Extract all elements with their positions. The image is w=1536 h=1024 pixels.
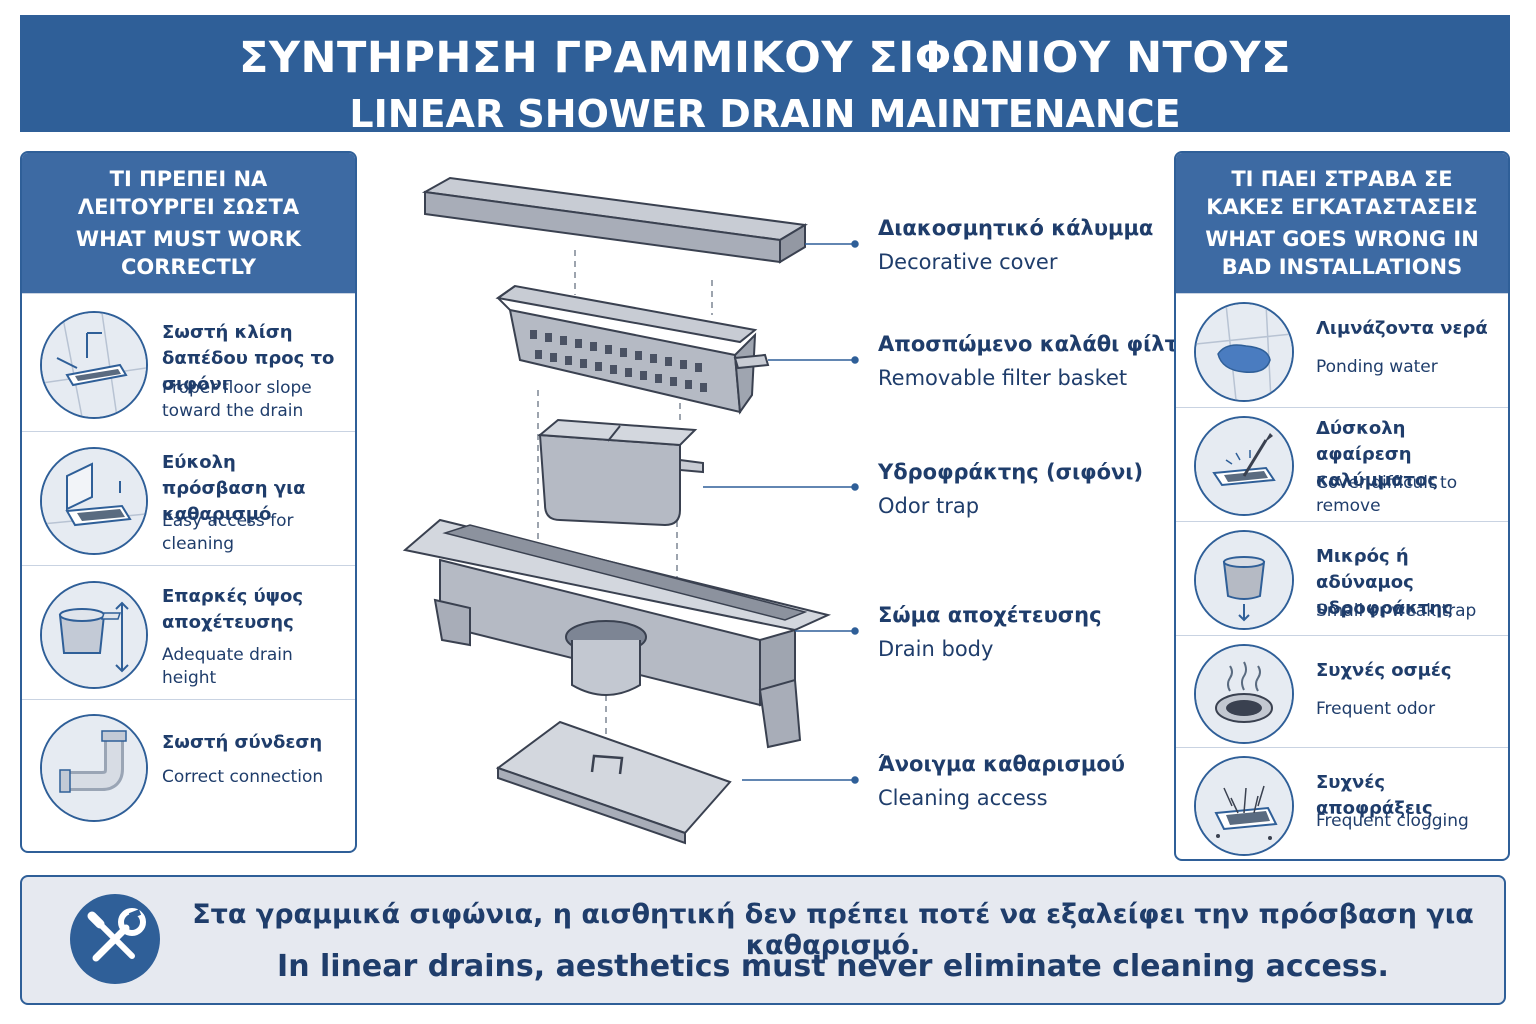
item-label-english: Correct connection bbox=[162, 767, 324, 787]
what-must-work-panel: ΤΙ ΠΡΕΠΕΙ ΝΑ ΛΕΙΤΟΥΡΓΕΙ ΣΩΣΤΑ WHAT MUST … bbox=[20, 151, 357, 853]
part-name-english: Odor trap bbox=[878, 494, 980, 518]
item-label-english: Proper floor slope toward the drain bbox=[162, 378, 312, 421]
drain-body bbox=[402, 518, 832, 749]
what-goes-wrong-header: ΤΙ ΠΑΕΙ ΣΤΡΑΒΑ ΣΕ ΚΑΚΕΣ ΕΓΚΑΤΑΣΤΑΣΕΙΣ WH… bbox=[1176, 153, 1508, 293]
footer-english: In linear drains, aesthetics must never … bbox=[277, 949, 1389, 984]
item-label-greek: Επαρκές ύψος αποχέτευσης bbox=[162, 586, 304, 633]
list-item: Λιμνάζοντα νερά Ponding water bbox=[1176, 293, 1508, 408]
part-name-english: Removable filter basket bbox=[878, 366, 1128, 390]
item-label-english: Small or weak trap bbox=[1316, 601, 1477, 621]
title-banner: ΣΥΝΤΗΡΗΣΗ ΓΡΑΜΜΙΚΟΥ ΣΙΦΩΝΙΟΥ ΝΤΟΥΣ LINEA… bbox=[20, 15, 1510, 136]
cleaning-access-lid bbox=[495, 720, 732, 845]
filter-basket bbox=[495, 284, 770, 415]
odor-trap bbox=[537, 418, 704, 527]
list-item: Επαρκές ύψος αποχέτευσης Adequate drain … bbox=[22, 565, 355, 700]
part-name-greek: Σώμα αποχέτευσης bbox=[878, 603, 1102, 627]
part-name-english: Drain body bbox=[878, 637, 994, 661]
list-item: Σωστή σύνδεση Correct connection bbox=[22, 699, 355, 851]
what-must-work-title-english: WHAT MUST WORK CORRECTLY bbox=[75, 227, 302, 279]
what-must-work-header: ΤΙ ΠΡΕΠΕΙ ΝΑ ΛΕΙΤΟΥΡΓΕΙ ΣΩΣΤΑ WHAT MUST … bbox=[22, 153, 355, 293]
exploded-drain-diagram bbox=[402, 176, 859, 845]
part-name-greek: Διακοσμητικό κάλυμμα bbox=[878, 216, 1154, 240]
part-name-greek: Υδροφράκτης (σιφόνι) bbox=[878, 460, 1144, 484]
odor-icon bbox=[1194, 644, 1294, 744]
floor-slope-icon bbox=[40, 311, 148, 419]
title-greek: ΣΥΝΤΗΡΗΣΗ ΓΡΑΜΜΙΚΟΥ ΣΙΦΩΝΙΟΥ ΝΤΟΥΣ bbox=[239, 33, 1291, 83]
item-label-greek: Σωστή κλίση δαπέδου προς το σιφόνι bbox=[162, 322, 335, 395]
footer-greek: Στα γραμμικά σιφώνια, η αισθητική δεν πρ… bbox=[192, 899, 1474, 961]
part-label-drain-body: Σώμα αποχέτευσης Drain body bbox=[878, 603, 1102, 661]
item-label-english: Cover difficult to remove bbox=[1316, 473, 1458, 516]
list-item: Συχνές οσμές Frequent odor bbox=[1176, 635, 1508, 748]
item-label-english: Frequent odor bbox=[1316, 699, 1436, 719]
open-cover-icon bbox=[40, 447, 148, 555]
list-item: Δύσκολη αφαίρεση καλύμματος Cover diffic… bbox=[1176, 407, 1508, 522]
footer-note: Στα γραμμικά σιφώνια, η αισθητική δεν πρ… bbox=[20, 875, 1506, 1005]
item-label-greek: Μικρός ή αδύναμος υδροφράκτης bbox=[1316, 546, 1453, 619]
part-label-cleaning-access: Άνοιγμα καθαρισμού Cleaning access bbox=[878, 752, 1125, 810]
list-item: Σωστή κλίση δαπέδου προς το σιφόνι Prope… bbox=[22, 293, 355, 432]
item-label-english: Easy access for cleaning bbox=[162, 511, 294, 554]
item-label-greek: Εύκολη πρόσβαση για καθαρισμό bbox=[162, 452, 306, 525]
item-label-greek: Συχνές οσμές bbox=[1316, 660, 1452, 681]
clogging-icon bbox=[1194, 756, 1294, 856]
drain-height-icon bbox=[40, 581, 148, 689]
list-item: Συχνές αποφράξεις Frequent clogging bbox=[1176, 747, 1508, 859]
what-must-work-title-greek: ΤΙ ΠΡΕΠΕΙ ΝΑ ΛΕΙΤΟΥΡΓΕΙ ΣΩΣΤΑ bbox=[77, 167, 300, 219]
item-label-english: Adequate drain height bbox=[162, 645, 293, 688]
part-name-english: Cleaning access bbox=[878, 786, 1048, 810]
title-english: LINEAR SHOWER DRAIN MAINTENANCE bbox=[349, 92, 1181, 136]
part-name-english: Decorative cover bbox=[878, 250, 1058, 274]
item-label-greek: Δύσκολη αφαίρεση καλύμματος bbox=[1316, 418, 1439, 491]
part-name-greek: Άνοιγμα καθαρισμού bbox=[878, 752, 1125, 776]
item-label-english: Ponding water bbox=[1316, 357, 1438, 377]
what-goes-wrong-title-english: WHAT GOES WRONG IN BAD INSTALLATIONS bbox=[1205, 227, 1479, 279]
pipe-connection-icon bbox=[40, 714, 148, 822]
ponding-water-icon bbox=[1194, 302, 1294, 402]
wrench-screwdriver-icon bbox=[70, 894, 160, 984]
list-item: Μικρός ή αδύναμος υδροφράκτης Small or w… bbox=[1176, 521, 1508, 636]
part-label-filter-basket: Αποσπώμενο καλάθι φίλτρου Removable filt… bbox=[878, 332, 1222, 390]
item-label-greek: Λιμνάζοντα νερά bbox=[1316, 318, 1488, 339]
what-goes-wrong-title-greek: ΤΙ ΠΑΕΙ ΣΤΡΑΒΑ ΣΕ ΚΑΚΕΣ ΕΓΚΑΤΑΣΤΑΣΕΙΣ bbox=[1206, 167, 1478, 219]
part-label-odor-trap: Υδροφράκτης (σιφόνι) Odor trap bbox=[878, 460, 1143, 518]
part-label-decorative-cover: Διακοσμητικό κάλυμμα Decorative cover bbox=[878, 216, 1153, 274]
weak-trap-icon bbox=[1194, 530, 1294, 630]
decorative-cover bbox=[421, 176, 808, 264]
item-label-english: Frequent clogging bbox=[1316, 811, 1469, 831]
part-name-greek: Αποσπώμενο καλάθι φίλτρου bbox=[878, 332, 1222, 356]
what-goes-wrong-panel: ΤΙ ΠΑΕΙ ΣΤΡΑΒΑ ΣΕ ΚΑΚΕΣ ΕΓΚΑΤΑΣΤΑΣΕΙΣ WH… bbox=[1174, 151, 1510, 861]
item-label-greek: Σωστή σύνδεση bbox=[162, 732, 323, 753]
item-label-greek: Συχνές αποφράξεις bbox=[1316, 772, 1433, 819]
list-item: Εύκολη πρόσβαση για καθαρισμό Easy acces… bbox=[22, 431, 355, 566]
pry-cover-icon bbox=[1194, 416, 1294, 516]
